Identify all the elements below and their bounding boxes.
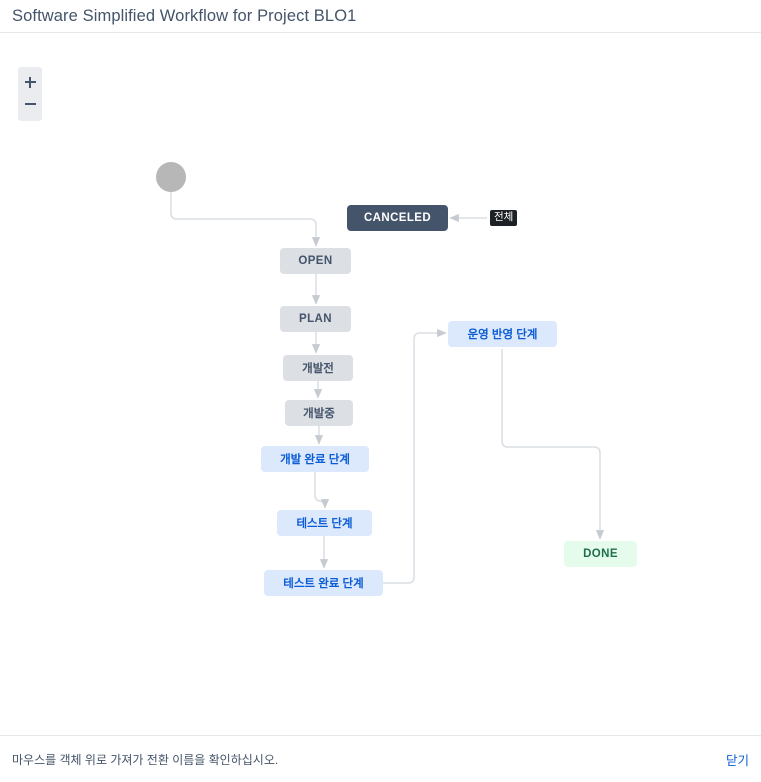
close-link[interactable]: 닫기 [725, 753, 749, 768]
workflow-start-node[interactable] [156, 162, 186, 192]
dialog-header: Software Simplified Workflow for Project… [0, 0, 761, 33]
transition-label-all[interactable]: 전체 [490, 210, 518, 226]
workflow-node-open[interactable]: OPEN [280, 248, 351, 274]
workflow-node-plan[interactable]: PLAN [280, 306, 351, 332]
workflow-connectors [170, 192, 605, 584]
workflow-canvas[interactable]: CANCELED OPEN PLAN 개발전 개발중 개발 완료 단계 테스트 … [0, 33, 761, 735]
zoom-in-button[interactable] [18, 71, 42, 93]
zoom-controls [18, 67, 42, 121]
workflow-node-test-done[interactable]: 테스트 완료 단계 [264, 570, 383, 596]
footer-hint-text: 마우스를 객체 위로 가져가 전환 이름을 확인하십시오. [12, 752, 279, 767]
minus-icon [24, 99, 36, 110]
workflow-node-deploy[interactable]: 운영 반영 단계 [448, 321, 557, 347]
workflow-node-test[interactable]: 테스트 단계 [277, 510, 372, 536]
page-title: Software Simplified Workflow for Project… [12, 6, 357, 25]
plus-icon [24, 76, 36, 88]
workflow-node-done[interactable]: DONE [564, 541, 637, 567]
workflow-node-in-dev[interactable]: 개발중 [285, 400, 353, 426]
workflow-node-dev-done[interactable]: 개발 완료 단계 [261, 446, 369, 472]
dialog-footer: 마우스를 객체 위로 가져가 전환 이름을 확인하십시오. 닫기 [0, 735, 761, 782]
workflow-node-canceled[interactable]: CANCELED [347, 205, 448, 231]
zoom-out-button[interactable] [18, 93, 42, 115]
workflow-node-before-dev[interactable]: 개발전 [283, 355, 353, 381]
